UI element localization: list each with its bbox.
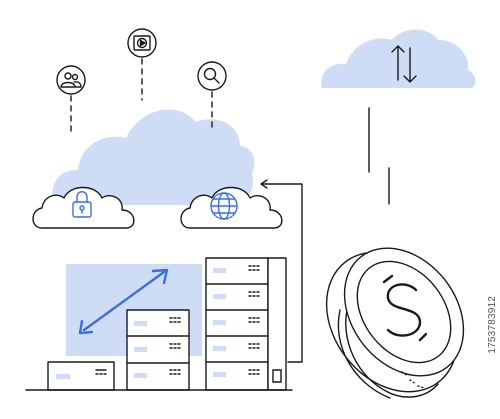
dollar-coin-icon [325,247,465,399]
background-cloud [52,109,255,205]
stock-image-id: 1753783912 [487,296,498,354]
globe-icon [210,192,238,220]
lock-cloud [32,186,135,229]
users-node [56,65,86,133]
server-stack-middle [126,309,190,391]
upload-download-arrows-icon [391,45,417,83]
server-rack-icon [47,361,115,391]
server-stack-tall [205,257,269,391]
globe-cloud [180,186,283,229]
search-node [197,61,227,129]
rack-side-panel [267,257,287,391]
upload-download-cloud [321,29,476,88]
search-icon [203,67,220,84]
double-headed-arrow-icon [78,268,169,335]
padlock-icon [72,191,92,218]
users-icon [60,72,82,88]
play-icon [133,35,151,51]
play-node [127,28,157,101]
server-to-cloud-connector [261,183,303,363]
